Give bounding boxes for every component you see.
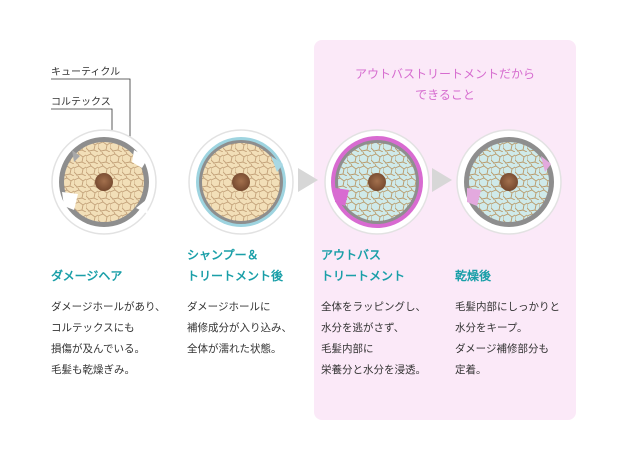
description-line: 全体が濡れた状態。 [187,339,313,360]
stage-description: ダメージホールに 補修成分が入り込み、 全体が濡れた状態。 [187,297,313,360]
stage-description: ダメージホールがあり、 コルテックスにも 損傷が及んでいる。 毛髪も乾燥ぎみ。 [51,297,177,381]
stage-title: シャンプー＆ トリートメント後 [187,245,313,287]
description-line: コルテックスにも [51,318,177,339]
arrow-right-icon [432,168,452,196]
stage-title-line: 乾燥後 [455,266,581,287]
hair-stage-4-dried [455,128,563,236]
description-line: 定着。 [455,360,581,381]
description-line: 毛髪も乾燥ぎみ。 [51,360,177,381]
hair-stage-1-damaged [50,128,158,236]
description-line: ダメージホールがあり、 [51,297,177,318]
stage-title-line: アウトバス [321,245,447,266]
description-line: 水分をキープ。 [455,318,581,339]
stage-3-caption: アウトバス トリートメント 全体をラッピングし、 水分を逃がさず、 毛髪内部に … [321,245,447,381]
arrow-right-icon [298,168,318,196]
description-line: 補修成分が入り込み、 [187,318,313,339]
description-line: 毛髪内部にしっかりと [455,297,581,318]
stage-1-caption: ダメージヘア ダメージホールがあり、 コルテックスにも 損傷が及んでいる。 毛髪… [51,245,177,381]
description-line: 栄養分と水分を浸透。 [321,360,447,381]
stage-4-caption: 乾燥後 毛髪内部にしっかりと 水分をキープ。 ダメージ補修部分も 定着。 [455,245,581,381]
stage-title-line: トリートメント [321,266,447,287]
stage-title-line: トリートメント後 [187,266,313,287]
stage-title-line: ダメージヘア [51,266,177,287]
hair-cross-section-icon [455,128,563,236]
stage-2-caption: シャンプー＆ トリートメント後 ダメージホールに 補修成分が入り込み、 全体が濡… [187,245,313,360]
description-line: 損傷が及んでいる。 [51,339,177,360]
stage-title-line: シャンプー＆ [187,245,313,266]
stage-description: 全体をラッピングし、 水分を逃がさず、 毛髪内部に 栄養分と水分を浸透。 [321,297,447,381]
hair-cross-section-icon [187,128,295,236]
stage-title: ダメージヘア [51,266,177,287]
description-line: ダメージ補修部分も [455,339,581,360]
hair-cross-section-icon [323,128,431,236]
description-line: 毛髪内部に [321,339,447,360]
description-line: ダメージホールに [187,297,313,318]
stage-description: 毛髪内部にしっかりと 水分をキープ。 ダメージ補修部分も 定着。 [455,297,581,381]
hair-cross-section-icon [50,128,158,236]
stage-title: アウトバス トリートメント [321,245,447,287]
description-line: 全体をラッピングし、 [321,297,447,318]
stage-title: 乾燥後 [455,266,581,287]
hair-stage-3-outbath [323,128,431,236]
description-line: 水分を逃がさず、 [321,318,447,339]
hair-stage-2-after-shampoo [187,128,295,236]
